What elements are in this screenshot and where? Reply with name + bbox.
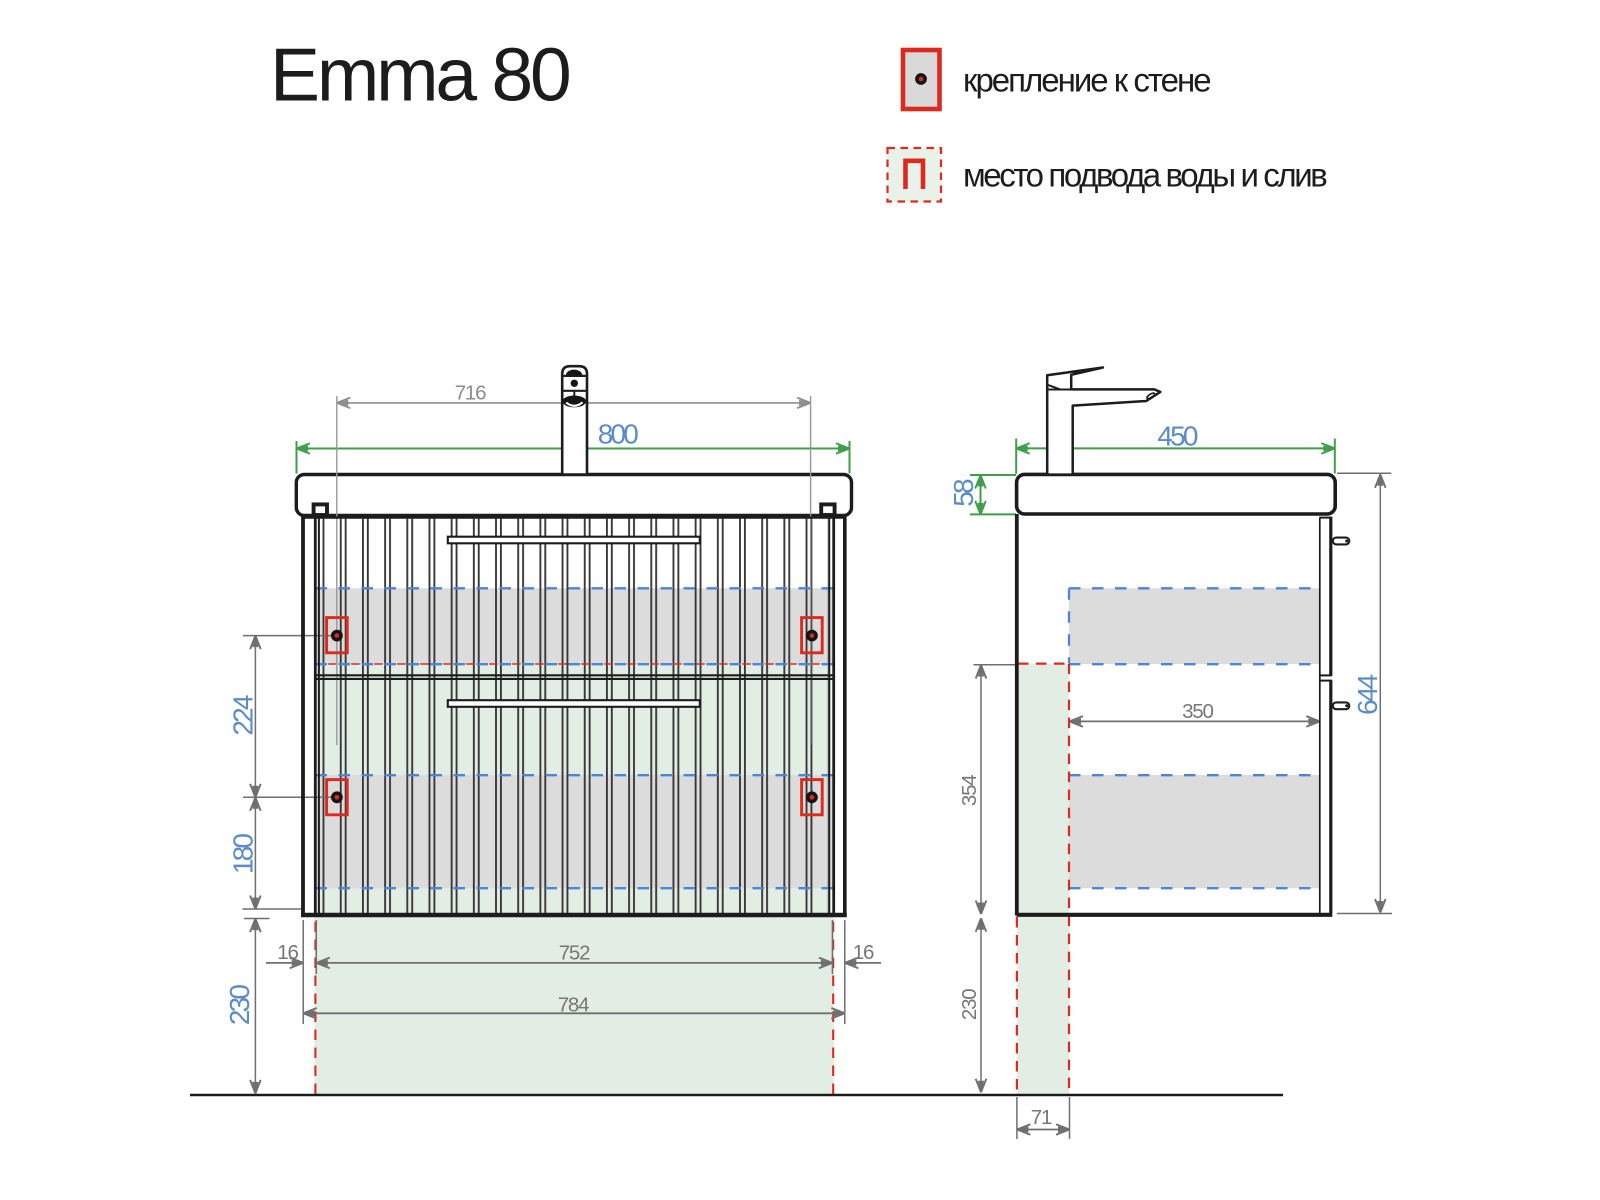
svg-text:16: 16 <box>853 941 874 964</box>
svg-text:450: 450 <box>1157 421 1198 452</box>
svg-text:71: 71 <box>1031 1106 1052 1129</box>
svg-text:место подвода воды и слив: место подвода воды и слив <box>963 157 1327 194</box>
svg-text:800: 800 <box>598 419 639 450</box>
svg-text:752: 752 <box>559 942 590 965</box>
svg-text:230: 230 <box>958 989 981 1020</box>
svg-text:644: 644 <box>1352 674 1383 715</box>
svg-text:58: 58 <box>948 479 979 507</box>
svg-text:Emma 80: Emma 80 <box>270 33 569 117</box>
svg-text:230: 230 <box>224 985 255 1026</box>
svg-text:716: 716 <box>455 382 486 405</box>
svg-text:350: 350 <box>1182 700 1213 723</box>
svg-text:224: 224 <box>227 695 258 736</box>
svg-text:784: 784 <box>558 993 589 1016</box>
svg-text:354: 354 <box>958 775 981 806</box>
svg-text:16: 16 <box>277 941 298 964</box>
svg-text:180: 180 <box>227 834 258 875</box>
svg-text:крепление к стене: крепление к стене <box>963 62 1210 99</box>
